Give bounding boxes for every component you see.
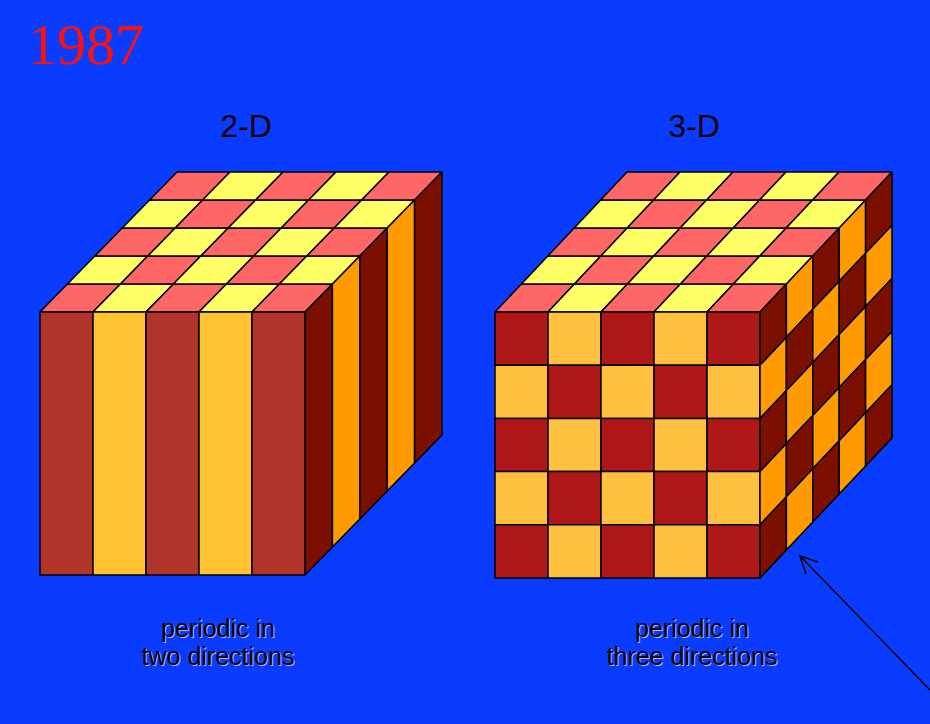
lattice-cell [601,365,654,418]
lattice-cell [495,312,548,365]
front-face [40,312,305,575]
side-face [305,172,442,575]
lattice-cell [654,418,707,471]
lattice-cell [601,312,654,365]
lattice-cell [199,312,252,575]
lattice-cell [601,525,654,578]
dimension-heading: 2-D [220,110,272,142]
lattice-cell [707,312,760,365]
lattice-cell [601,472,654,525]
lattice-cell [548,525,601,578]
lattice-cell [495,472,548,525]
lattice-cell [760,497,786,578]
lattice-cell [707,418,760,471]
pointer-line [802,558,930,690]
caption-text: periodic in three directions [605,614,779,670]
side-face [760,172,892,578]
lattice-cell [360,228,387,519]
lattice-cell [813,441,839,522]
lattice-cell [495,365,548,418]
lattice-cell [548,418,601,471]
pointer-arrowhead [800,556,818,574]
caption-text: periodic in two directions [140,614,296,670]
lattice-cell [495,525,548,578]
lattice-cell [654,525,707,578]
dimension-heading: 3-D [668,110,720,142]
lattice-cell [40,312,93,575]
lattice-cell [707,525,760,578]
lattice-cell [548,312,601,365]
cube-group [40,172,892,578]
lattice-cell [654,365,707,418]
lattice-cell [654,312,707,365]
lattice-cell [495,418,548,471]
lattice-cell [415,172,442,463]
lattice-cell [387,200,414,491]
lattice-cell [601,418,654,471]
lattice-cell [146,312,199,575]
lattice-cell [548,472,601,525]
lattice-cell [839,413,865,494]
lattice-cell [93,312,146,575]
lattice-cell [548,365,601,418]
lattice-cell [252,312,305,575]
lattice-cell [707,472,760,525]
lattice-cell [332,256,359,547]
lattice-cell [786,469,812,550]
lattice-cell [654,472,707,525]
lattice-cell [866,385,892,466]
lattice-cell [707,365,760,418]
year-title: 1987 [28,16,144,74]
lattice-cell [305,284,332,575]
front-face [495,312,760,578]
